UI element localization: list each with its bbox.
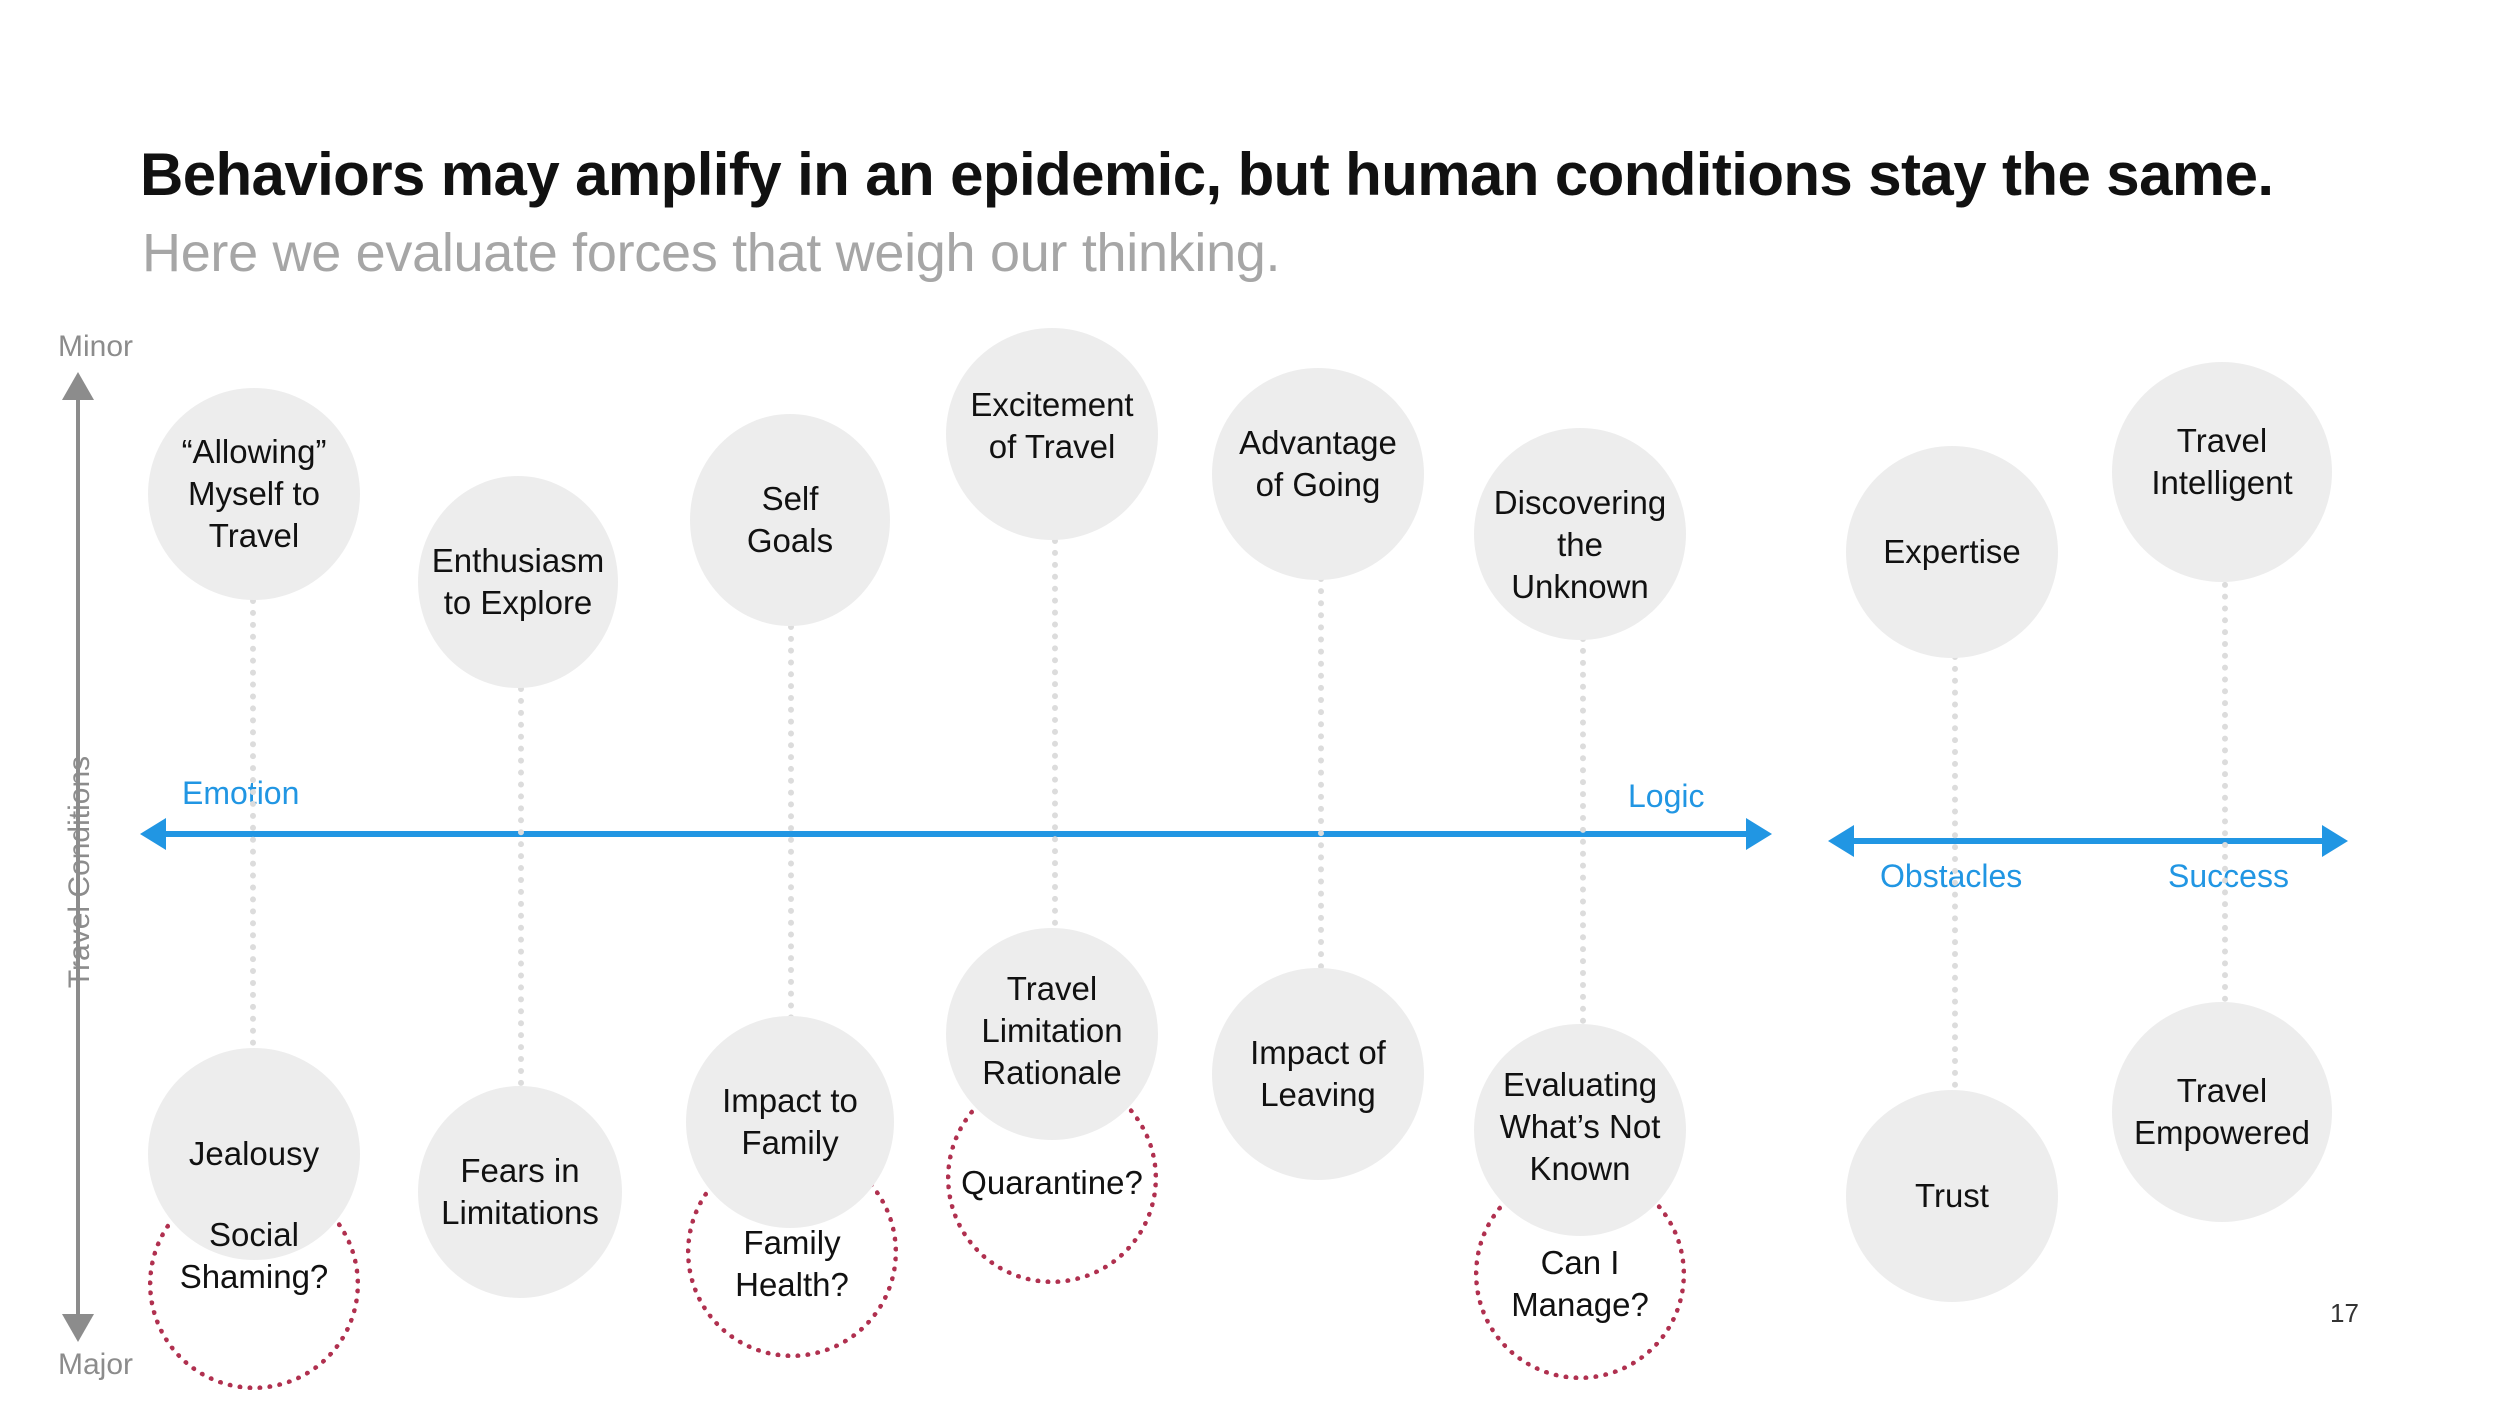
bubble-label: Travel Empowered xyxy=(2133,1071,2311,1151)
connector-line xyxy=(1580,636,1592,1036)
connector-line xyxy=(250,598,262,1058)
page-title: Behaviors may amplify in an epidemic, bu… xyxy=(140,141,2274,208)
bubble-label: Fears in Limitations xyxy=(441,1151,599,1231)
axis-label-minor: Minor xyxy=(58,330,134,363)
question-label-family-health: Family Health? xyxy=(735,1224,849,1304)
bubble-evaluating-whats-not-known[interactable]: Evaluating What’s Not Known xyxy=(1474,1024,1686,1236)
axis-arrow-up-icon xyxy=(62,372,94,400)
emotion-logic-axis-line xyxy=(164,831,1746,837)
connector-line xyxy=(1318,576,1330,1018)
bubble-label: Impact of Leaving xyxy=(1250,1033,1386,1113)
vertical-axis-line xyxy=(76,398,80,1318)
page-number: 17 xyxy=(2330,1298,2359,1328)
bubble-label: Enthusiasm to Explore xyxy=(431,541,605,621)
axis-arrow-right-icon xyxy=(2322,825,2348,857)
page-subtitle: Here we evaluate forces that weigh our t… xyxy=(142,223,1281,283)
bubble-discovering-the-unknown[interactable]: Discovering the Unknown xyxy=(1474,428,1686,640)
connector-line xyxy=(788,624,800,1068)
obstacles-success-axis-line xyxy=(1852,838,2322,844)
axis-label-major: Major xyxy=(58,1348,134,1381)
bubble-impact-of-leaving[interactable]: Impact of Leaving xyxy=(1212,968,1424,1180)
axis-arrow-left-icon xyxy=(1828,825,1854,857)
bubble-label: “Allowing” Myself to Travel xyxy=(181,432,327,555)
axis-label-success: Success xyxy=(2168,858,2289,894)
bubble-label: Evaluating What’s Not Known xyxy=(1499,1066,1661,1188)
vertical-axis-title: Travel Conditions xyxy=(63,755,96,989)
bubble-label: Discovering the Unknown xyxy=(1493,484,1667,606)
bubble-label: Travel Intelligent xyxy=(2151,422,2293,502)
connector-line xyxy=(1052,538,1064,938)
axis-label-obstacles: Obstacles xyxy=(1880,858,2023,894)
bubble-advantage-of-going[interactable]: Advantage of Going xyxy=(1212,368,1424,580)
bubble-label: Expertise xyxy=(1883,532,2021,570)
bubble-expertise[interactable]: Expertise xyxy=(1846,446,2058,658)
bubble-label: Trust xyxy=(1915,1176,1989,1214)
connector-line xyxy=(518,686,530,1146)
bubble-trust[interactable]: Trust xyxy=(1846,1090,2058,1302)
axis-label-emotion: Emotion xyxy=(182,775,300,811)
question-label-can-i-manage: Can I Manage? xyxy=(1511,1244,1649,1324)
bubble-enthusiasm-to-explore[interactable]: Enthusiasm to Explore xyxy=(418,476,618,688)
question-label-social-shaming: Social Shaming? xyxy=(179,1216,329,1296)
bubble-label: Advantage of Going xyxy=(1239,424,1397,504)
bubble-self-goals[interactable]: Self Goals xyxy=(690,414,890,626)
bubble-fears-in-limitations[interactable]: Fears in Limitations xyxy=(418,1086,622,1298)
bubble-label: Travel Limitation Rationale xyxy=(981,970,1123,1092)
bubble-label: Impact to Family xyxy=(722,1081,858,1161)
bubble-travel-limitation-rationale[interactable]: Travel Limitation Rationale xyxy=(946,928,1158,1140)
axis-label-logic: Logic xyxy=(1628,778,1705,814)
axis-arrow-left-icon xyxy=(140,818,166,850)
connector-line xyxy=(1952,654,1964,1100)
bubble-jealousy[interactable]: Jealousy xyxy=(148,1048,360,1260)
bubble-travel-empowered[interactable]: Travel Empowered xyxy=(2112,1002,2332,1222)
bubble-impact-to-family[interactable]: Impact to Family xyxy=(686,1016,894,1228)
bubble-label: Excitement of Travel xyxy=(970,386,1134,466)
axis-arrow-down-icon xyxy=(62,1314,94,1342)
axis-arrow-right-icon xyxy=(1746,818,1772,850)
connector-line xyxy=(2222,570,2234,1014)
bubble-excitement-of-travel[interactable]: Excitement of Travel xyxy=(946,328,1158,540)
bubble-allowing-myself-to-travel[interactable]: “Allowing” Myself to Travel xyxy=(148,388,360,600)
bubble-label: Jealousy xyxy=(188,1134,320,1172)
bubble-label: Self Goals xyxy=(746,479,834,559)
bubble-travel-intelligent[interactable]: Travel Intelligent xyxy=(2112,362,2332,582)
question-label-quarantine: Quarantine? xyxy=(961,1164,1143,1201)
